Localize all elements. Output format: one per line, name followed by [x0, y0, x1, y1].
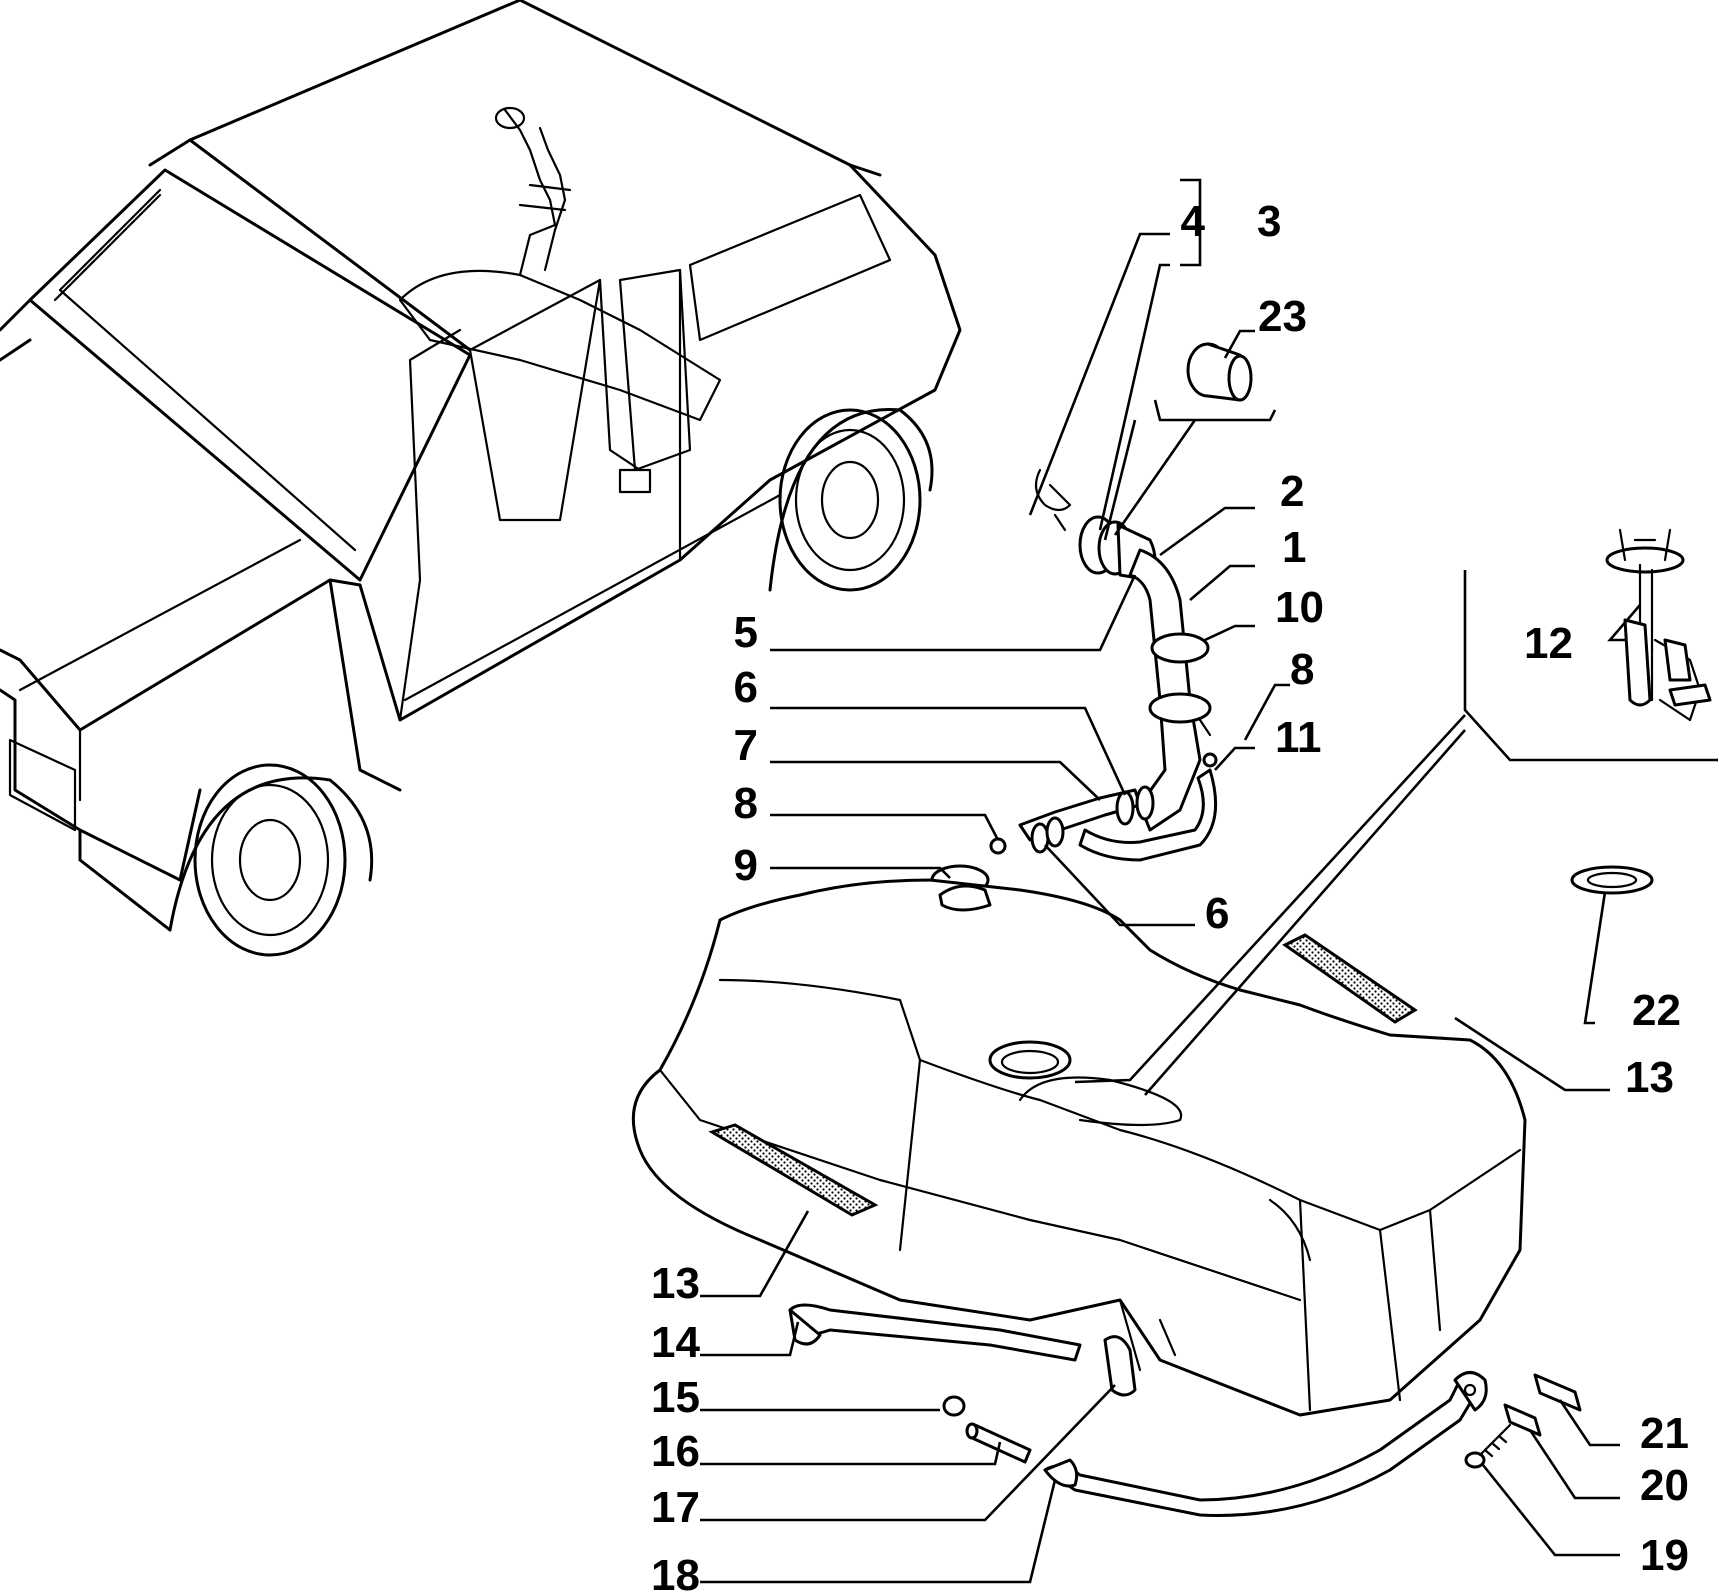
- callout-1: 1: [1282, 523, 1306, 572]
- callout-14: 14: [651, 1318, 700, 1367]
- callout-13-left: 13: [651, 1259, 700, 1308]
- callout-23: 23: [1258, 292, 1307, 341]
- callout-6-upper: 6: [734, 663, 758, 712]
- callout-labels: 4 3 23 2 1 10 5 8 6 11 7 8 9 6 12 22 13 …: [651, 197, 1689, 1594]
- callout-6-lower: 6: [1205, 889, 1229, 938]
- callout-22: 22: [1632, 986, 1681, 1035]
- filler-assembly: [930, 178, 1277, 896]
- callout-10: 10: [1275, 583, 1324, 632]
- callout-13-right: 13: [1625, 1053, 1674, 1102]
- callout-11: 11: [1275, 713, 1322, 762]
- callout-19: 19: [1640, 1531, 1689, 1580]
- car-outline: [0, 0, 962, 957]
- fuel-tank: [631, 878, 1527, 1517]
- callout-2: 2: [1280, 467, 1304, 516]
- callout-9: 9: [734, 841, 758, 890]
- callout-18: 18: [651, 1551, 700, 1594]
- callout-8-upper: 8: [1290, 645, 1314, 694]
- callout-5: 5: [734, 608, 758, 657]
- callout-3: 3: [1257, 197, 1281, 246]
- callout-21: 21: [1640, 1409, 1689, 1458]
- callout-15: 15: [651, 1373, 700, 1422]
- callout-20: 20: [1640, 1461, 1689, 1510]
- callout-8-lower: 8: [734, 779, 758, 828]
- callout-16: 16: [651, 1427, 700, 1476]
- small-parts: [942, 528, 1718, 1469]
- callout-12: 12: [1524, 619, 1573, 668]
- callout-17: 17: [651, 1483, 700, 1532]
- callout-4: 4: [1181, 197, 1206, 246]
- callout-7: 7: [734, 721, 758, 770]
- leader-lines: [700, 232, 1641, 1584]
